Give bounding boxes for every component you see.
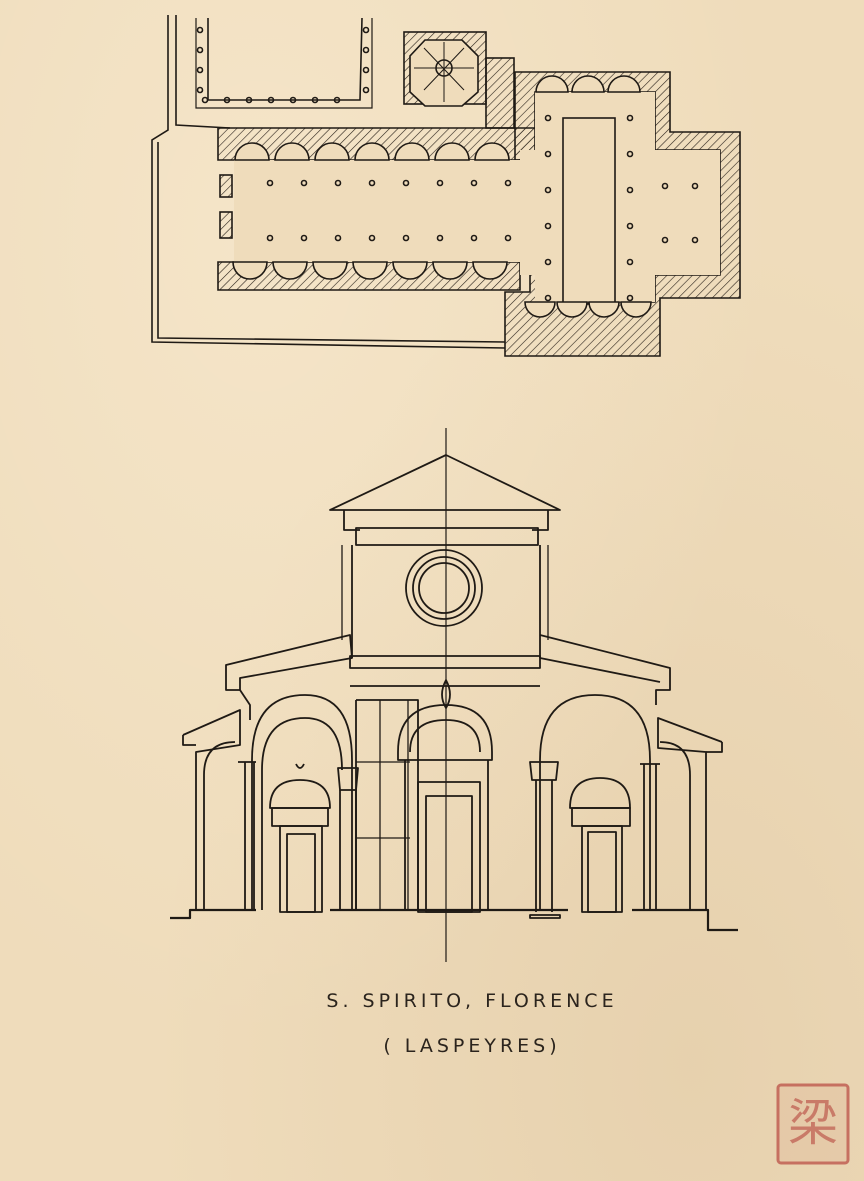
chapel-niche	[524, 301, 556, 318]
chapel-niche	[394, 142, 430, 161]
column-dot	[362, 46, 370, 54]
column-dot	[626, 222, 634, 230]
column-dot	[201, 96, 209, 104]
cloister-outline	[207, 17, 363, 101]
floor-plan	[151, 15, 741, 357]
left-nave-arch	[251, 694, 353, 910]
chapel-niche	[354, 142, 390, 161]
chapel-niche	[556, 301, 588, 318]
left-aisle-roof	[225, 634, 353, 691]
facade-section	[170, 428, 738, 962]
column-dot	[504, 234, 512, 242]
caption-source: ( LASPEYRES)	[383, 1035, 561, 1057]
column-dot	[661, 236, 669, 244]
chapel-niches	[232, 75, 652, 318]
column-dot	[245, 96, 253, 104]
column-dot	[504, 179, 512, 187]
column-dot	[266, 234, 274, 242]
column-dot	[362, 66, 370, 74]
column-dot	[436, 179, 444, 187]
chapel-niche	[392, 261, 428, 280]
column-dot	[196, 46, 204, 54]
right-nave-arch	[539, 694, 651, 910]
column-dot	[368, 179, 376, 187]
chapel-niche	[314, 142, 350, 161]
column-dot	[196, 66, 204, 74]
chapel-niche	[352, 261, 388, 280]
column-dot	[402, 179, 410, 187]
pediment	[329, 454, 561, 511]
column-dot	[436, 234, 444, 242]
chapel-niche	[234, 142, 270, 161]
column-dot	[544, 294, 552, 302]
column-dot	[544, 150, 552, 158]
column-dot	[626, 258, 634, 266]
column-dot	[626, 294, 634, 302]
column-dot	[544, 222, 552, 230]
chapel-niche	[607, 75, 641, 93]
column-dot	[402, 234, 410, 242]
chapel-niche	[620, 301, 652, 318]
column-dot	[626, 114, 634, 122]
column-dot	[223, 96, 231, 104]
column-dot	[626, 186, 634, 194]
column-dot	[691, 236, 699, 244]
column-dot	[196, 26, 204, 34]
column-dot	[470, 234, 478, 242]
right-portal	[569, 777, 631, 809]
column-dot	[362, 26, 370, 34]
central-portal	[397, 704, 493, 761]
column-dot	[300, 179, 308, 187]
left-portal	[269, 779, 331, 809]
ground-line	[170, 908, 738, 932]
column-dot	[334, 234, 342, 242]
column-dot	[661, 182, 669, 190]
chapel-niche	[474, 142, 510, 161]
column-dot	[334, 179, 342, 187]
column-dot	[368, 234, 376, 242]
column-dot	[196, 86, 204, 94]
chapel-niche	[232, 261, 268, 280]
column-dot	[626, 150, 634, 158]
chapel-niche	[434, 142, 470, 161]
chapel-niche	[312, 261, 348, 280]
chapel-niche	[272, 261, 308, 280]
column-dot	[266, 179, 274, 187]
column-dot	[470, 179, 478, 187]
column-dot	[362, 86, 370, 94]
plan-columns	[196, 26, 699, 302]
column-dot	[544, 186, 552, 194]
column-dot	[544, 258, 552, 266]
seal-glyph: 梁	[788, 1094, 838, 1152]
oculus	[405, 549, 483, 627]
column-dot	[289, 96, 297, 104]
column-dot	[544, 114, 552, 122]
column-dot	[333, 96, 341, 104]
chapel-niche	[432, 261, 468, 280]
column-dot	[691, 182, 699, 190]
chapel-niche	[535, 75, 569, 93]
chapel-niche	[274, 142, 310, 161]
chapel-niche	[472, 261, 508, 280]
column-dot	[311, 96, 319, 104]
caption-title: S. SPIRITO, FLORENCE	[326, 990, 618, 1012]
column-dot	[300, 234, 308, 242]
column-dot	[267, 96, 275, 104]
chapel-niche	[588, 301, 620, 318]
right-aisle-roof	[539, 634, 671, 705]
chapel-niche	[571, 75, 605, 93]
artist-seal: 梁	[776, 1083, 850, 1165]
